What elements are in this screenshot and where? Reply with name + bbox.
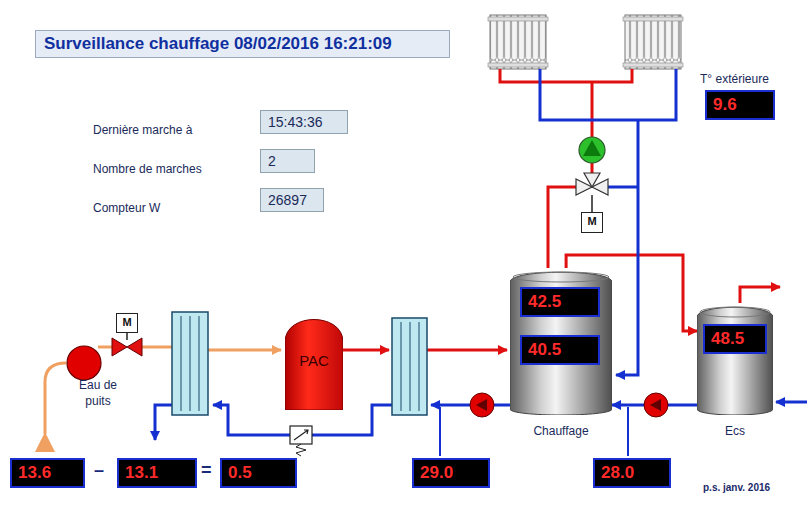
heat-exchanger	[172, 312, 208, 415]
value-text: 26897	[268, 192, 316, 208]
value-text: 2	[268, 153, 307, 169]
circulator-pump	[579, 137, 605, 163]
value-text: M	[117, 314, 137, 331]
circulator-pump	[470, 393, 494, 417]
temperature-display: 48.5	[703, 324, 767, 354]
value-text: 15:43:36	[268, 114, 340, 130]
well-source	[35, 432, 55, 452]
value-text: 0.5	[228, 463, 289, 483]
operator-sign: =	[201, 460, 212, 481]
node-label: Chauffage	[510, 424, 612, 438]
temperature-display: 40.5	[520, 335, 600, 365]
circulator-pump	[644, 393, 668, 417]
radiator	[488, 15, 548, 69]
heating-tank: Chauffage42.540.5	[510, 268, 612, 415]
node-label: T° extérieure	[700, 72, 769, 86]
value-text: 40.5	[528, 340, 592, 360]
valve-motor: M	[581, 212, 603, 233]
valve-motor: M	[116, 313, 138, 333]
temperature-display: 0.5	[220, 458, 297, 488]
value-text: 29.0	[420, 463, 482, 483]
value-field: 2	[260, 149, 315, 173]
well-pump	[67, 346, 101, 380]
dhw-tank: Ecs48.5	[697, 303, 773, 415]
three-way-valve	[576, 173, 608, 195]
value-text: 13.1	[125, 463, 189, 483]
title-box: Surveillance chauffage 08/02/2016 16:21:…	[35, 30, 450, 58]
radiator	[623, 15, 683, 69]
temperature-display: 42.5	[520, 287, 600, 317]
temperature-display: 28.0	[593, 458, 671, 488]
operator-sign: –	[94, 460, 104, 481]
heat-pump: PAC	[285, 318, 343, 410]
value-text: 9.6	[713, 95, 767, 115]
temperature-display: T° extérieure9.6	[705, 90, 775, 120]
value-field: 26897	[260, 188, 324, 212]
tank-body	[697, 303, 773, 415]
temperature-display: 13.1	[117, 458, 197, 488]
value-text: 48.5	[711, 329, 759, 349]
node-label: PAC	[285, 318, 343, 369]
value-text: 28.0	[601, 463, 663, 483]
node-label: Ecs	[697, 424, 773, 438]
value-text: 42.5	[528, 292, 592, 312]
temperature-display: 29.0	[412, 458, 490, 488]
author-note: p.s. janv. 2016	[703, 482, 770, 493]
heat-exchanger	[392, 318, 427, 415]
field-label: Nombre de marches	[93, 162, 202, 176]
value-field: 15:43:36	[260, 110, 348, 134]
screen-title: Surveillance chauffage 08/02/2016 16:21:…	[44, 34, 441, 54]
expansion-valve	[290, 426, 312, 456]
field-label: Compteur W	[93, 201, 160, 215]
value-text: 13.6	[18, 463, 77, 483]
temperature-display: 13.6	[10, 458, 85, 488]
motor-valve	[112, 338, 142, 356]
field-label: Dernière marche à	[93, 123, 192, 137]
value-text: M	[582, 213, 602, 230]
heating-pipes	[500, 69, 807, 402]
field-label: Eau de puits	[73, 377, 123, 409]
